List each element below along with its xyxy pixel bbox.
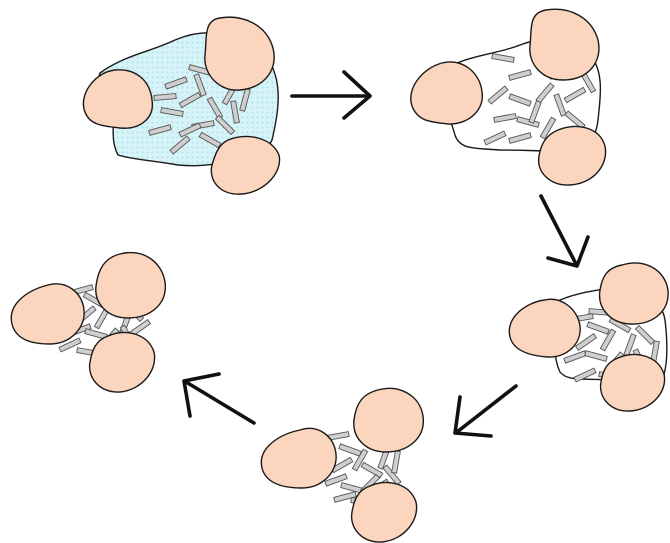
particle-bottom xyxy=(211,136,279,194)
stage-4-crystal-bridges xyxy=(261,388,423,542)
particle-top xyxy=(530,9,599,80)
crystal-rod xyxy=(339,444,361,456)
crystal-rod xyxy=(392,451,401,474)
arrow-right-icon xyxy=(292,72,370,118)
particle-top xyxy=(96,253,166,318)
particle-top xyxy=(354,388,424,452)
particle-left xyxy=(83,70,152,128)
particle-top xyxy=(205,17,274,90)
arrow-up-left-icon xyxy=(184,374,254,423)
particle-left xyxy=(261,428,336,488)
particle-bottom xyxy=(352,483,417,543)
particle-bottom xyxy=(539,127,606,186)
stage-3-shrinking-binder xyxy=(509,263,668,411)
particle-bottom xyxy=(90,333,155,393)
arrow-down-right-icon xyxy=(541,196,588,266)
particle-left xyxy=(509,299,580,357)
particle-bottom xyxy=(601,355,665,412)
particle-left xyxy=(11,284,84,344)
stage-1-liquid-binder xyxy=(83,17,279,194)
particle-left xyxy=(411,62,483,124)
arrow-down-left-icon xyxy=(455,386,516,436)
particle-top xyxy=(600,263,669,324)
stage-5-compact-agglomerate xyxy=(11,253,165,392)
stage-2-evaporating-binder xyxy=(411,9,606,185)
